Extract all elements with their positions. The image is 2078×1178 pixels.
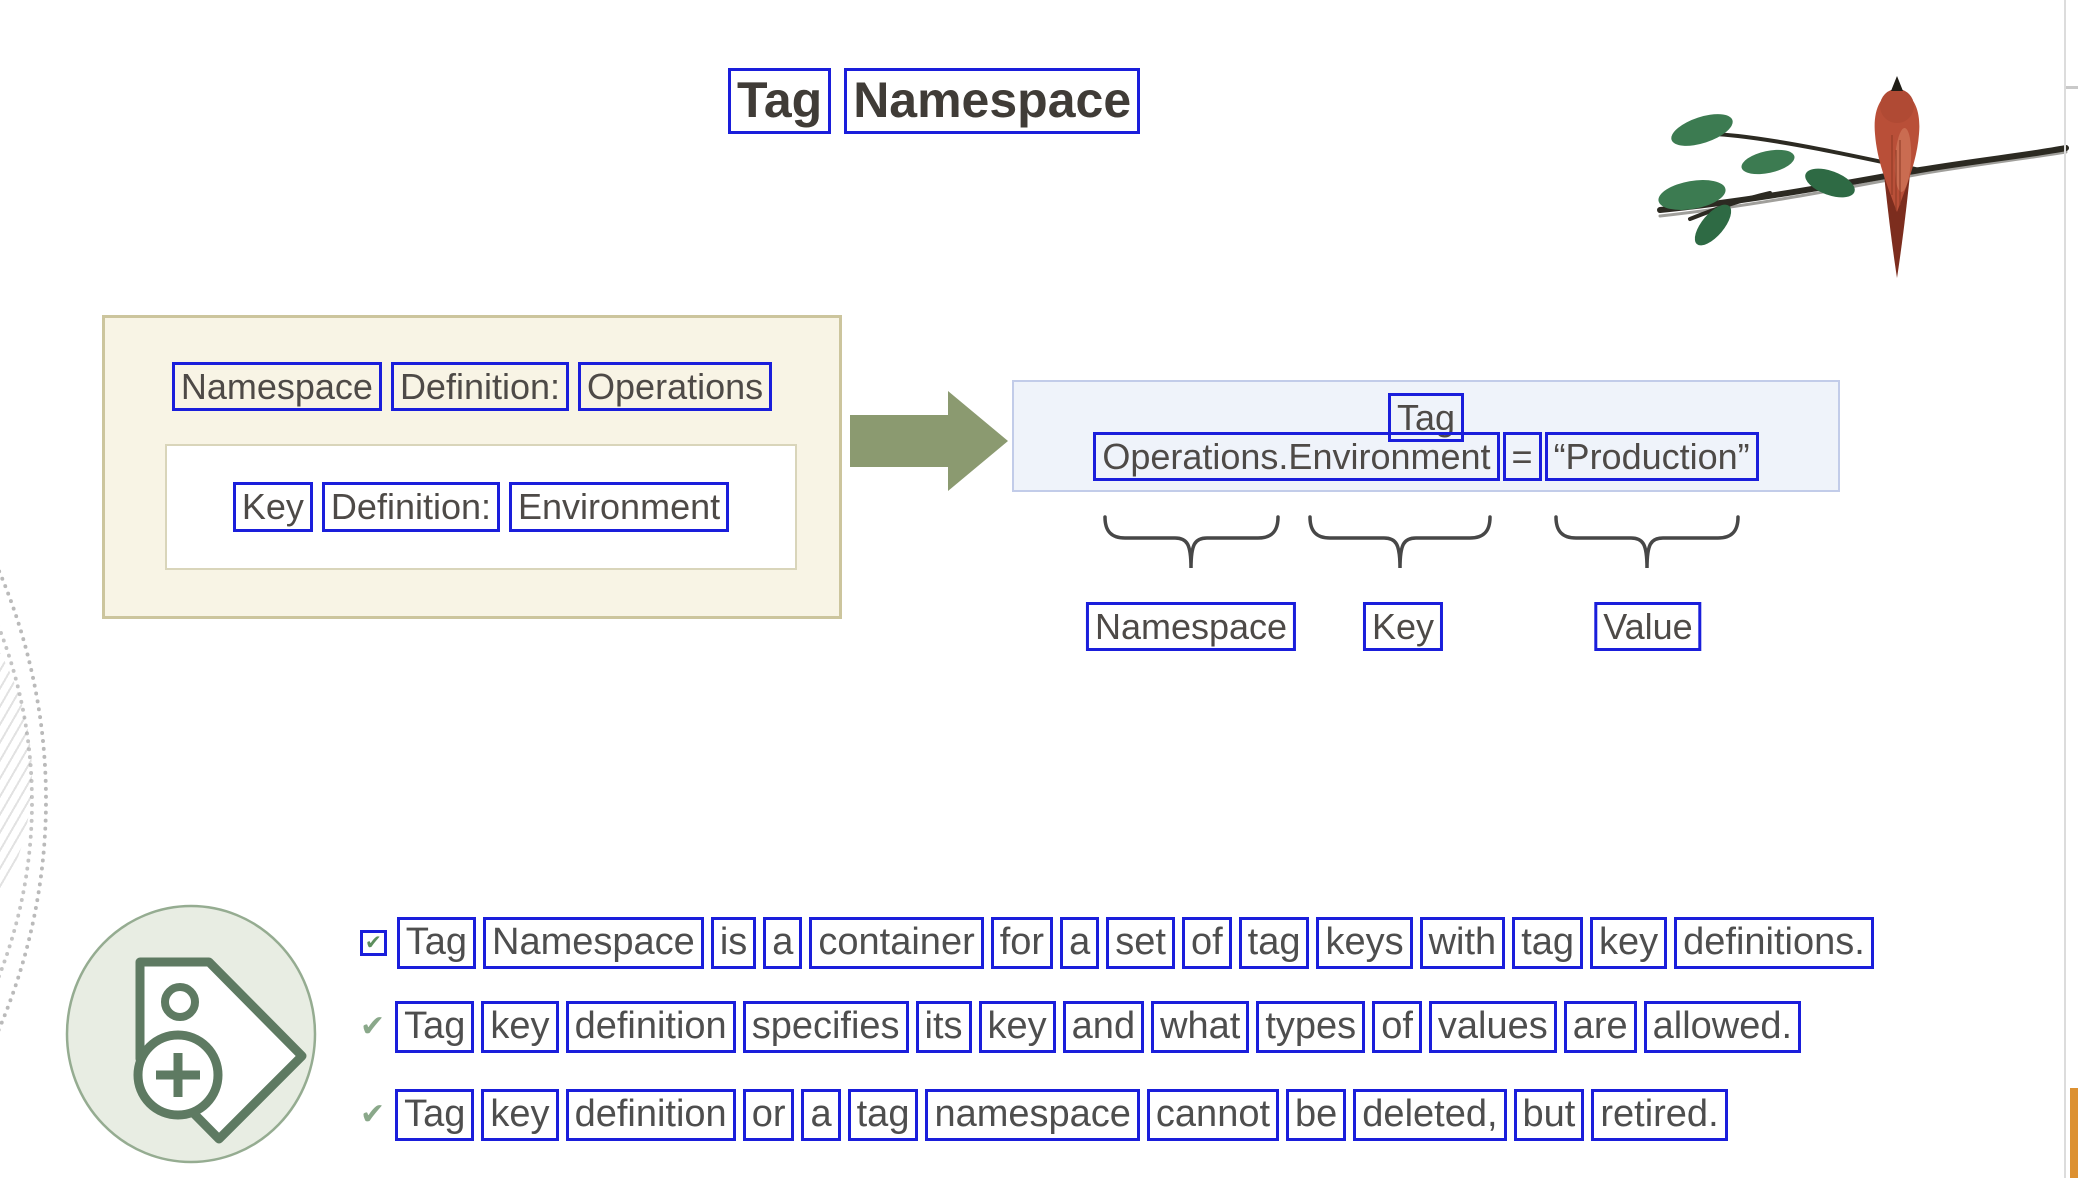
word-box: namespace [925, 1089, 1140, 1141]
word-box: Tag [1387, 393, 1465, 443]
word-box: specifies [742, 1001, 909, 1053]
word-box: key [481, 1001, 559, 1053]
word-box: values [1428, 1001, 1557, 1053]
namespace-label: Namespace [1085, 602, 1297, 652]
bird-on-branch-illustration [1657, 76, 2069, 278]
word-box: set [1106, 917, 1175, 969]
key-label: Key [1362, 602, 1444, 652]
word-box: Tag [728, 68, 832, 134]
tag-hole [161, 983, 199, 1021]
word-box: Key [1362, 602, 1444, 652]
word-box: Namespace [844, 68, 1141, 134]
word-box: Operations.Environment [1093, 432, 1500, 482]
word-box: tag [847, 1089, 919, 1141]
word-box: with [1419, 917, 1506, 969]
word-box: and [1062, 1001, 1145, 1053]
value-brace [1554, 515, 1740, 569]
word-box: allowed. [1643, 1001, 1802, 1053]
word-box: be [1286, 1089, 1347, 1141]
key-brace [1308, 515, 1492, 569]
bird-head [1880, 89, 1914, 123]
word-box: but [1513, 1089, 1585, 1141]
word-box: a [763, 917, 803, 969]
word-box: deleted, [1353, 1089, 1507, 1141]
word-box: of [1181, 917, 1232, 969]
leaf [1694, 204, 1732, 246]
window-edge-divider [2064, 0, 2066, 1178]
word-box: cannot [1146, 1089, 1280, 1141]
word-box: tag [1238, 917, 1310, 969]
word-box: retired. [1591, 1089, 1728, 1141]
word-box: its [915, 1001, 972, 1053]
word-box: “Production” [1544, 432, 1759, 482]
word-box: keys [1316, 917, 1413, 969]
word-box: are [1563, 1001, 1637, 1053]
word-box: for [990, 917, 1054, 969]
tag-plus-icon [65, 904, 317, 1164]
tag-expression-line: Operations.Environment=“Production” [1014, 432, 1838, 482]
word-box: definitions. [1674, 917, 1874, 969]
check-icon: ✔ [360, 1097, 386, 1131]
namespace-brace [1103, 515, 1280, 569]
word-box: Definition: [390, 362, 570, 412]
tag-label-line: Tag [1014, 393, 1838, 443]
word-box: Tag [395, 1089, 475, 1141]
word-box: definition [565, 1001, 736, 1053]
right-arrow-icon [850, 391, 1008, 491]
scrollbar-orange-indicator[interactable] [2070, 1088, 2078, 1178]
leaf [1658, 180, 1726, 210]
word-box: Tag [396, 917, 477, 969]
leaf [1805, 168, 1855, 198]
word-box: of [1372, 1001, 1422, 1053]
word-box: or [742, 1089, 795, 1141]
word-box: Namespace [171, 362, 382, 412]
leaf [1671, 114, 1733, 146]
plus-icon [156, 1053, 200, 1097]
word-box: a [1060, 917, 1100, 969]
check-icon: ✔ [360, 1009, 386, 1043]
underbraces [1103, 515, 1740, 569]
word-box: key [481, 1089, 559, 1141]
word-box: key [1590, 917, 1668, 969]
word-box: types [1256, 1001, 1366, 1053]
word-box: Environment [509, 482, 730, 532]
word-box: key [978, 1001, 1056, 1053]
word-box: Key [232, 482, 313, 532]
word-box: what [1151, 1001, 1250, 1053]
leaf [1741, 149, 1795, 175]
window-edge-tick [2066, 86, 2078, 89]
word-box: = [1502, 432, 1542, 482]
word-box: definition [565, 1089, 736, 1141]
word-box: Namespace [483, 917, 704, 969]
value-label: Value [1594, 602, 1702, 652]
word-box: Operations [578, 362, 773, 412]
word-box: Definition: [321, 482, 501, 532]
bird-beak [1891, 76, 1903, 91]
tag-example-box: Tag Operations.Environment=“Production” [1012, 380, 1840, 492]
word-box: a [801, 1089, 841, 1141]
check-icon: ✔ [360, 929, 387, 956]
word-box: Tag [395, 1001, 475, 1053]
word-box: tag [1512, 917, 1584, 969]
word-box: container [809, 917, 984, 969]
word-box: Namespace [1085, 602, 1297, 652]
word-box: is [710, 917, 757, 969]
word-box: Value [1594, 602, 1702, 652]
